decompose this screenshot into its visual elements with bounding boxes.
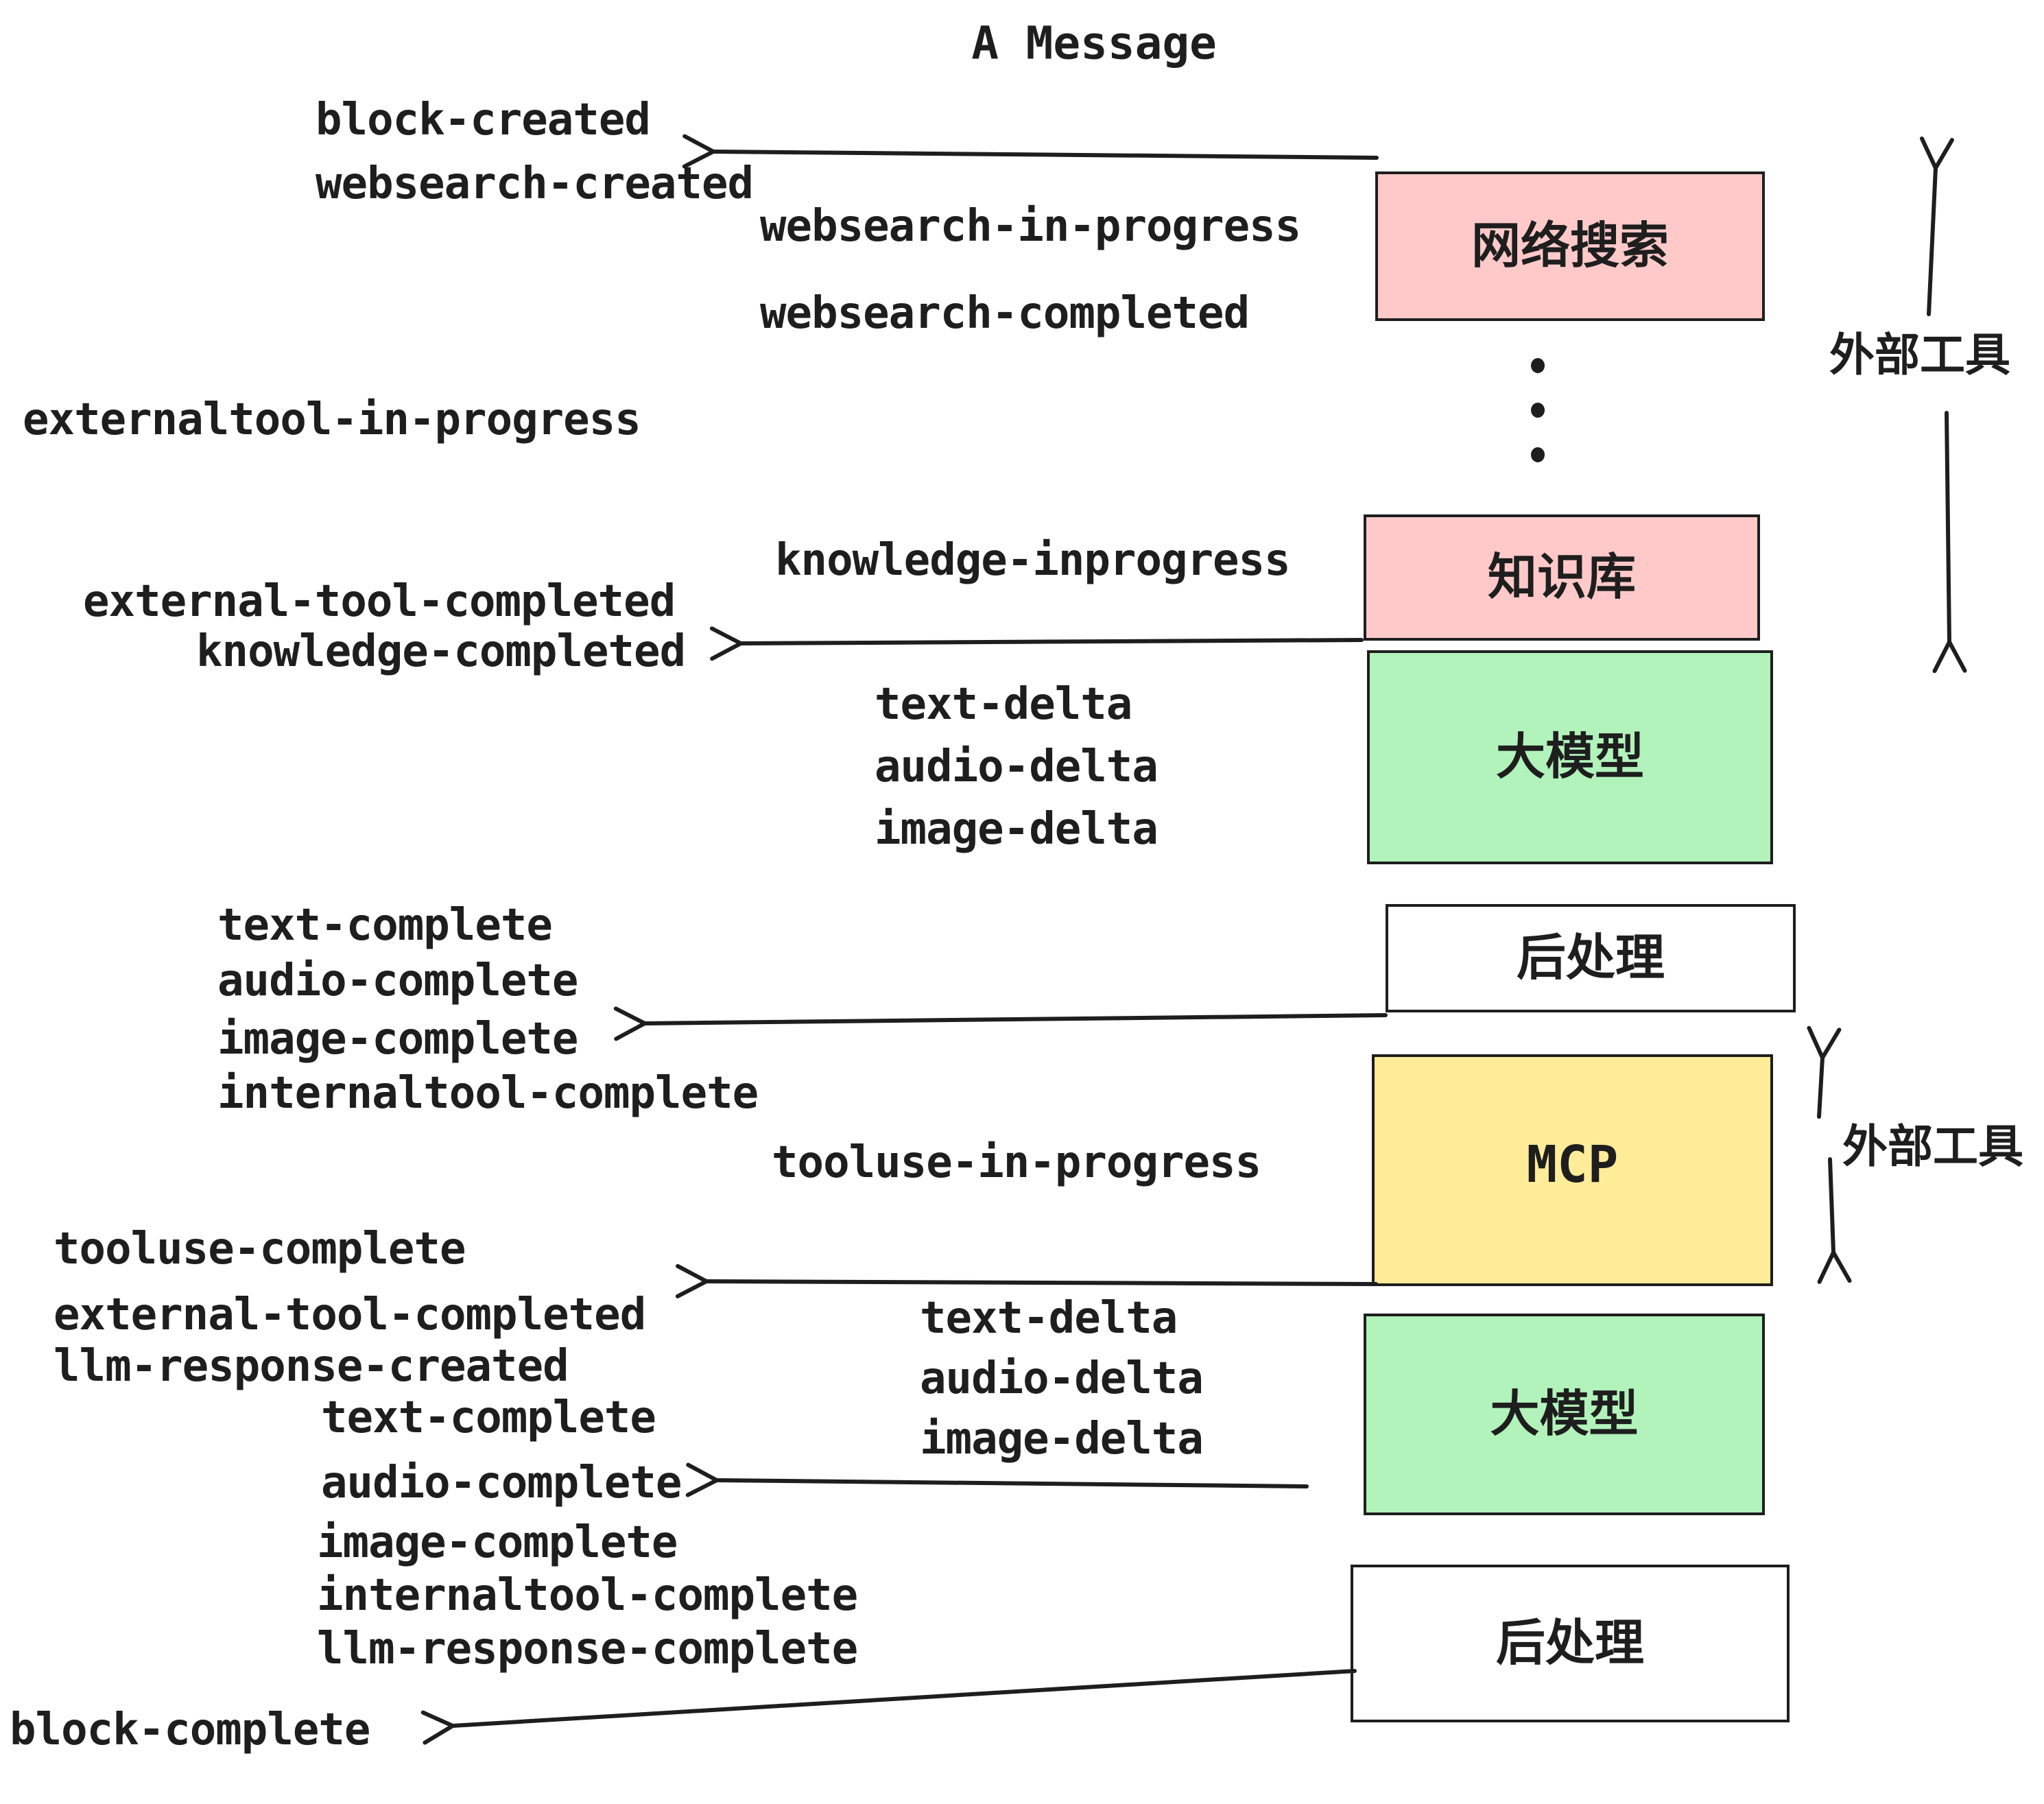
arrow-llm2-to-audio-complete [685,1462,1309,1497]
event-websearch-completed: websearch-completed [760,288,1250,339]
event-text-delta-1: text-delta [875,679,1132,730]
arrow-knowledge-to-knowledge-completed [709,626,1364,661]
event-llm-response-created: llm-response-created [54,1341,569,1392]
event-websearch-in-progress: websearch-in-progress [760,201,1301,252]
event-tooluse-in-progress: tooluse-in-progress [772,1137,1261,1188]
box-postprocess-1: 后处理 [1386,904,1796,1012]
event-text-complete-2: text-complete [321,1392,656,1443]
arrow-external-tools-mid-down [1817,1157,1852,1284]
box-knowledge: 知识库 [1364,514,1760,641]
box-postprocess-2-label: 后处理 [1495,1615,1644,1671]
box-mcp-label: MCP [1526,1135,1619,1194]
event-knowledge-inprogress: knowledge-inprogress [775,535,1291,586]
event-externaltool-in-progress: externaltool-in-progress [23,394,641,445]
event-external-tool-completed-1: external-tool-completed [83,576,676,627]
event-knowledge-completed: knowledge-completed [196,626,686,677]
arrow-websearch-to-block-created [682,134,1379,169]
side-label-external-tools-mid: 外部工具 [1842,1121,2023,1172]
arrow-mcp-to-tooluse-complete [675,1263,1378,1298]
event-audio-delta-1: audio-delta [875,741,1158,792]
box-llm-2-label: 大模型 [1490,1386,1639,1442]
box-llm-1-label: 大模型 [1495,729,1644,785]
event-image-complete-1: image-complete [217,1014,578,1065]
event-text-complete-1: text-complete [217,900,553,951]
ellipsis-more-tools [1531,358,1545,462]
event-image-delta-2: image-delta [920,1414,1204,1464]
event-audio-delta-2: audio-delta [920,1353,1204,1404]
event-audio-complete-1: audio-complete [217,956,578,1006]
diagram-title: A Message [971,16,1217,70]
side-label-external-tools-top: 外部工具 [1829,329,2010,380]
arrow-external-tools-top-down [1932,411,1967,674]
box-websearch: 网络搜索 [1375,171,1765,321]
event-internaltool-complete-1: internaltool-complete [217,1068,759,1119]
event-image-delta-1: image-delta [875,804,1158,855]
event-internaltool-complete-2: internaltool-complete [317,1570,858,1621]
event-image-complete-2: image-complete [317,1517,678,1568]
box-websearch-label: 网络搜索 [1471,218,1669,274]
box-llm-1: 大模型 [1367,650,1773,864]
arrow-external-tools-mid-up [1807,1025,1842,1119]
arrow-post2-to-block-complete [420,1669,1357,1745]
event-audio-complete-2: audio-complete [321,1458,682,1508]
ellipsis-dot [1531,358,1545,373]
ellipsis-dot [1531,447,1545,462]
box-postprocess-1-label: 后处理 [1516,930,1665,986]
arrow-external-tools-top-up [1919,137,1954,316]
arrow-llm1-to-image-complete [613,1006,1388,1041]
event-tooluse-complete: tooluse-complete [54,1224,466,1274]
box-mcp: MCP [1372,1054,1773,1286]
box-llm-2: 大模型 [1364,1314,1765,1515]
ellipsis-dot [1531,403,1545,418]
event-block-complete: block-complete [10,1705,370,1755]
box-knowledge-label: 知识库 [1487,549,1636,605]
event-block-created: block-created [316,95,651,145]
box-postprocess-2: 后处理 [1351,1565,1790,1722]
event-websearch-created: websearch-created [316,158,754,209]
event-external-tool-completed-2: external-tool-completed [54,1290,646,1340]
event-text-delta-2: text-delta [920,1293,1178,1344]
event-llm-response-complete: llm-response-complete [317,1624,858,1674]
